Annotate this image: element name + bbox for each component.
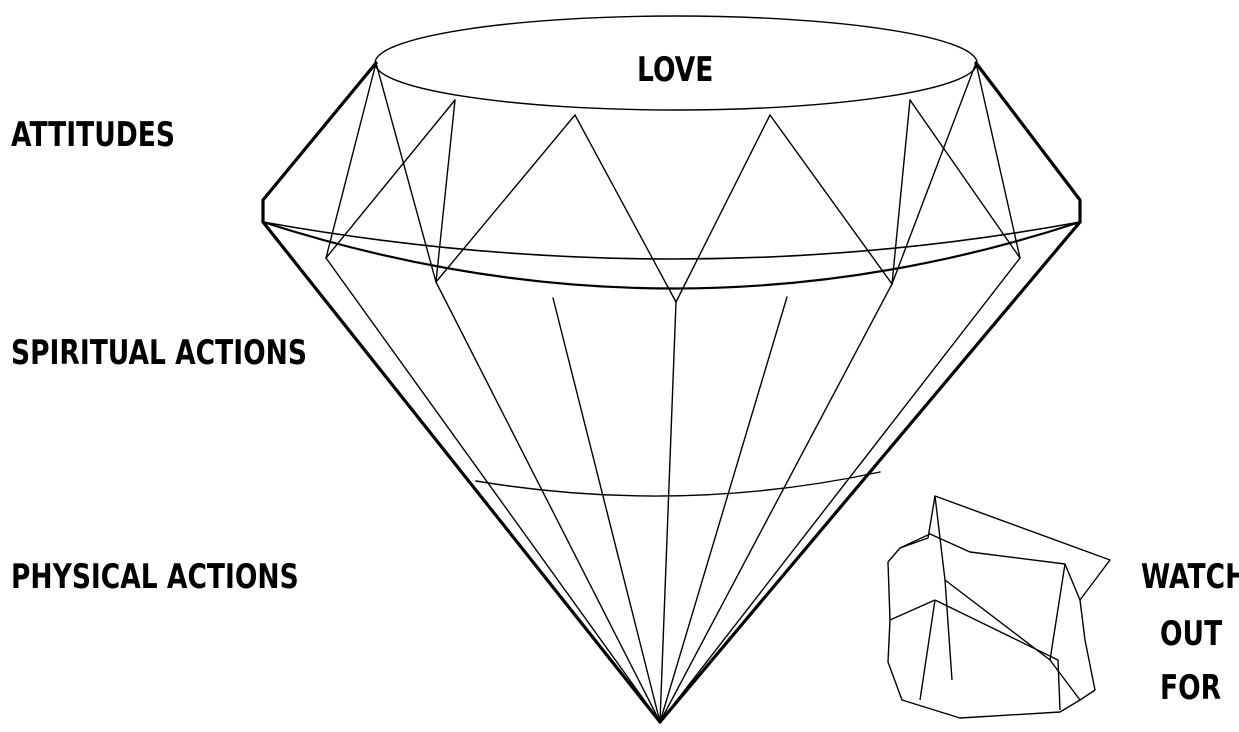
- diamond-girdle-upper: [263, 222, 1080, 259]
- love-label: LOVE: [637, 50, 713, 90]
- watch-out-for-line2: OUT: [1160, 614, 1222, 654]
- watch-out-for-line1: WATCH: [1141, 557, 1239, 597]
- diamond-pavilion-facets: [326, 258, 1020, 722]
- diamond-lower-band: [476, 472, 880, 496]
- diamond-crown-facets: [326, 63, 1020, 302]
- diamond-pavilion-right-edge: [660, 222, 1080, 722]
- diamond-crown-right-edge: [976, 63, 1080, 222]
- attitudes-label: ATTITUDES: [11, 115, 175, 155]
- rough-stone-icon: [888, 496, 1110, 718]
- watch-out-for-line3: FOR: [1160, 668, 1221, 708]
- diamond-gem: [263, 16, 1080, 722]
- diamond-girdle-lower: [263, 222, 1080, 289]
- diamond-crown-left-edge: [263, 63, 376, 222]
- diamond-pavilion-left-edge: [263, 222, 660, 722]
- spiritual-actions-label: SPIRITUAL ACTIONS: [11, 333, 307, 373]
- physical-actions-label: PHYSICAL ACTIONS: [11, 557, 299, 597]
